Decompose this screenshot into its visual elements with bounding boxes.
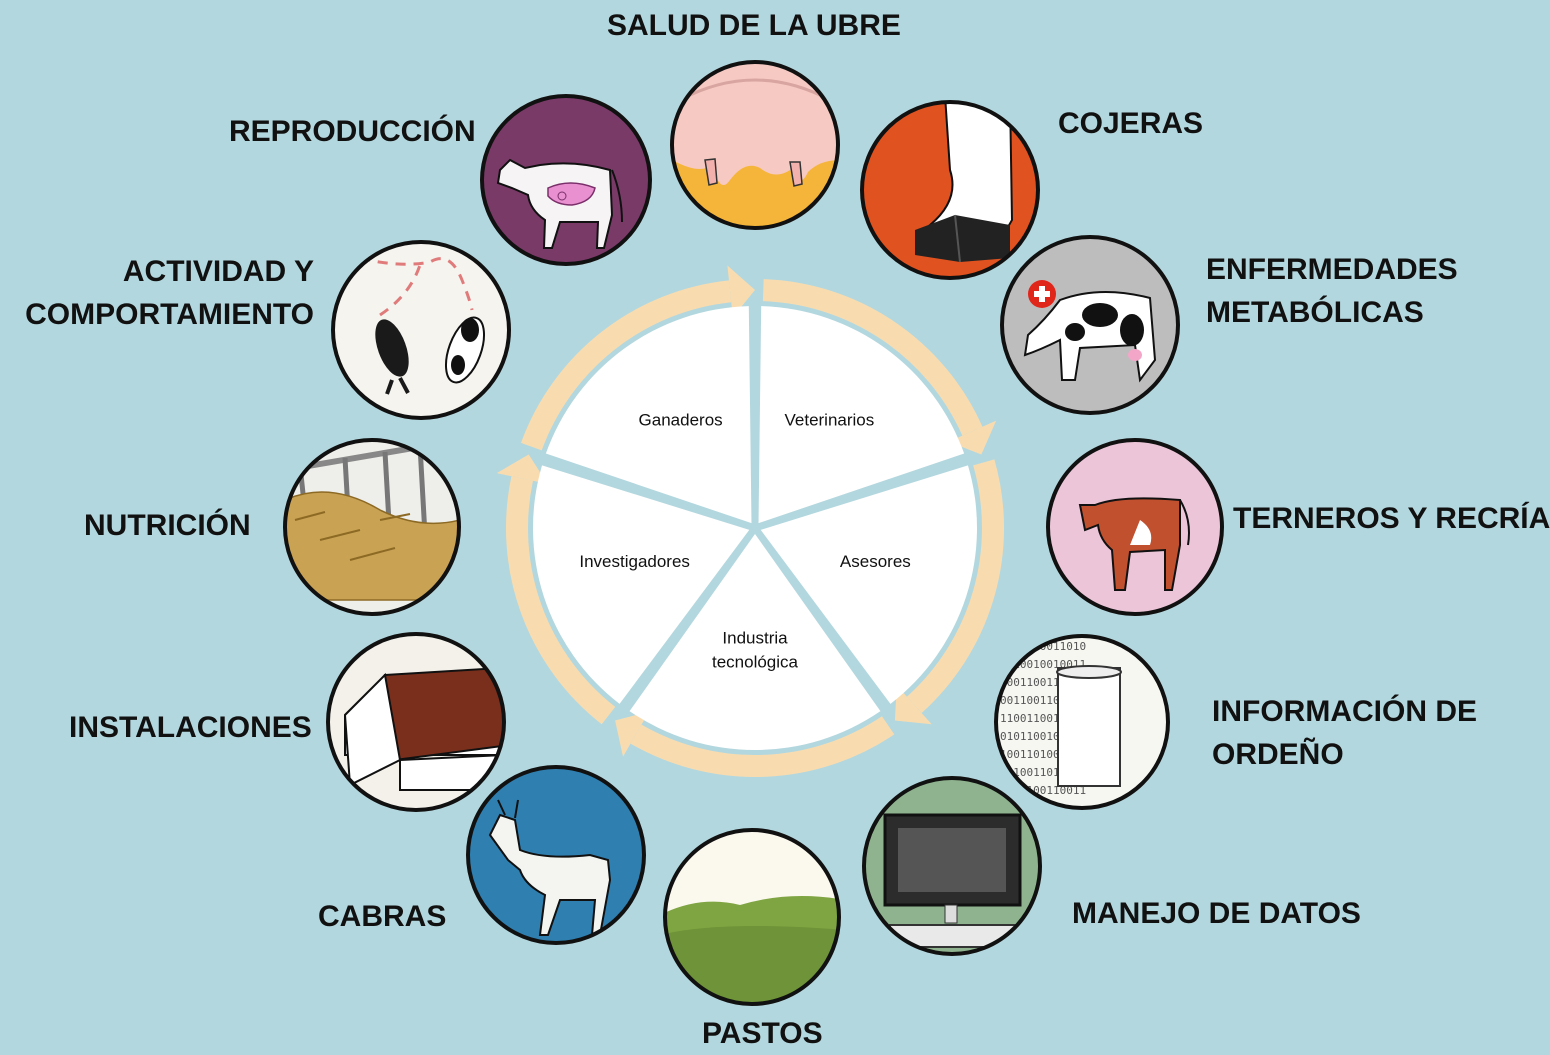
topic-label-informacion-ordeno: INFORMACIÓN DE ORDEÑO [1212,690,1477,776]
barn-icon [326,632,506,812]
cycle-segment-label: Ganaderos [639,411,723,430]
goat-icon [466,765,646,945]
sick-cow-icon [1000,235,1180,415]
topic-label-cabras: CABRAS [318,895,446,938]
cycle-segment [629,534,881,750]
cycle-segment [545,306,752,524]
cycle-arrowhead [727,265,755,318]
topic-label-line: REPRODUCCIÓN [229,115,476,148]
computer-icon [862,776,1042,956]
cycle-arrowhead [615,711,649,757]
cycle-segment [533,465,750,704]
cycle-arrowhead [894,685,932,725]
topic-label-cojeras: COJERAS [1058,102,1203,145]
topic-label-line: INFORMACIÓN DE [1212,695,1477,728]
cycle-arrowhead [496,454,548,484]
topic-label-line: INSTALACIONES [69,711,312,744]
cycle-arrow-band [521,280,732,451]
topic-label-line: COJERAS [1058,107,1204,140]
cycle-arrow-band [630,716,895,777]
cycle-segment [758,306,965,524]
topic-label-terneros-recria: TERNEROS Y RECRÍA [1233,497,1550,540]
cycle-segment-label: Asesores [840,552,911,571]
topic-label-line: ENFERMEDADES [1206,253,1458,286]
topic-label-line: METABÓLICAS [1206,296,1424,329]
milk-glass-icon: 1000110011010 0110010010011 100110011100… [994,634,1170,810]
topic-label-manejo-datos: MANEJO DE DATOS [1072,892,1361,935]
topic-label-line: ACTIVIDAD Y [122,255,314,288]
topic-label-actividad-comportamiento: ACTIVIDAD Y COMPORTAMIENTO [14,250,314,336]
topic-label-pastos: PASTOS [702,1012,823,1055]
topic-label-line: MANEJO DE DATOS [1072,897,1361,930]
topic-label-line: PASTOS [702,1017,823,1050]
grass-icon [663,828,841,1006]
topic-label-line: NUTRICIÓN [84,509,251,542]
cow-uterus-icon [480,94,652,266]
topic-label-line: TERNEROS Y RECRÍA [1233,502,1550,535]
cow-tracks-icon [331,240,511,420]
topic-label-reproduccion: REPRODUCCIÓN [229,110,476,153]
hoof-icon [860,100,1040,280]
topic-label-line: COMPORTAMIENTO [25,298,314,331]
cycle-segment-label: Veterinarios [784,411,874,430]
cycle-arrow-band [906,459,1004,714]
calf-icon [1046,438,1224,616]
udder-icon [670,60,840,230]
cycle-arrow-band [506,476,616,725]
topic-label-line: CABRAS [318,900,447,933]
topic-label-line: ORDEÑO [1212,738,1344,771]
cycle-segment-label: Investigadores [579,552,690,571]
topic-label-enfermedades-metabolicas: ENFERMEDADES METABÓLICAS [1206,248,1458,334]
topic-label-line: SALUD DE LA UBRE [607,9,901,42]
feed-icon [283,438,461,616]
topic-label-salud-ubre: SALUD DE LA UBRE [607,4,901,47]
topic-label-instalaciones: INSTALACIONES [69,706,312,749]
cycle-arrow-band [762,279,983,436]
cycle-segment [760,465,977,704]
topic-label-nutricion: NUTRICIÓN [84,504,251,547]
